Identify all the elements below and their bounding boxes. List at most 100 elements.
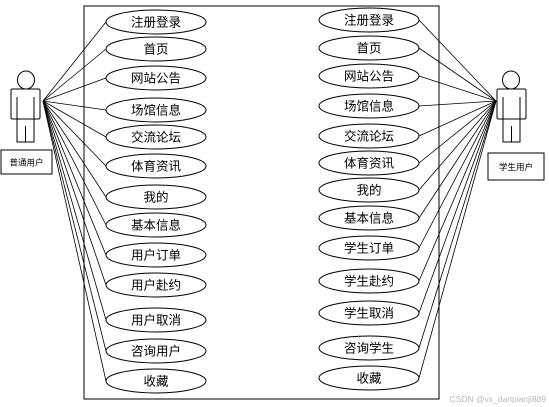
right-use-case-ellipse: [318, 35, 420, 61]
left-use-case[interactable]: 用户订单: [105, 242, 207, 268]
right-association-line: [418, 100, 497, 219]
left-association-line: [42, 77, 107, 102]
right-use-case-label: 基本信息: [344, 211, 394, 226]
right-use-case[interactable]: 学生取消: [318, 300, 420, 326]
right-use-case-ellipse: [318, 365, 420, 391]
left-use-case-label: 我的: [143, 190, 168, 205]
right-use-case[interactable]: 学生赴约: [318, 268, 420, 294]
left-use-case-label: 基本信息: [131, 218, 181, 233]
left-use-case-ellipse: [105, 212, 207, 238]
left-use-case-ellipse: [105, 65, 207, 91]
left-use-case-ellipse: [105, 272, 207, 298]
right-association-line: [418, 100, 497, 249]
right-actor[interactable]: 学生用户: [487, 70, 545, 181]
left-use-case-label: 用户订单: [131, 248, 181, 263]
right-use-case-label: 咨询学生: [344, 341, 394, 356]
left-use-case-ellipse: [105, 368, 207, 394]
left-use-case-ellipse: [105, 184, 207, 210]
left-use-case-ellipse: [105, 242, 207, 268]
left-use-case-label: 网站公告: [131, 71, 181, 86]
left-use-case-group: 注册登录首页网站公告场馆信息交流论坛体育资讯我的基本信息用户订单用户赴约用户取消…: [105, 9, 207, 394]
right-use-case-label: 我的: [356, 183, 381, 198]
left-use-case[interactable]: 场馆信息: [105, 97, 207, 123]
right-use-case[interactable]: 首页: [318, 35, 420, 61]
right-use-case-label: 学生订单: [344, 241, 394, 256]
right-use-case[interactable]: 场馆信息: [318, 93, 420, 119]
right-use-case[interactable]: 体育资讯: [318, 150, 420, 176]
left-use-case-label: 首页: [143, 42, 168, 57]
left-use-case-label: 咨询用户: [131, 344, 181, 359]
right-use-case-label: 注册登录: [344, 13, 394, 28]
right-association-line: [418, 100, 497, 314]
right-use-case[interactable]: 我的: [318, 177, 420, 203]
user-actor-icon: [496, 70, 527, 143]
left-association-line: [42, 100, 107, 256]
left-use-case-ellipse: [105, 9, 207, 35]
right-use-case-ellipse: [318, 150, 420, 176]
left-use-case-ellipse: [105, 153, 207, 179]
left-use-case[interactable]: 用户取消: [105, 307, 207, 333]
left-use-case[interactable]: 首页: [105, 36, 207, 62]
left-use-case-ellipse: [105, 124, 207, 150]
left-association-line: [42, 100, 107, 382]
right-use-case[interactable]: 学生订单: [318, 235, 420, 261]
right-use-case-ellipse: [318, 177, 420, 203]
right-use-case-ellipse: [318, 268, 420, 294]
left-use-case-ellipse: [105, 36, 207, 62]
left-association-line: [42, 100, 107, 167]
left-use-case[interactable]: 用户赴约: [105, 272, 207, 298]
right-use-case[interactable]: 注册登录: [318, 7, 420, 33]
right-use-case[interactable]: 咨询学生: [318, 335, 420, 361]
right-association-line: [418, 100, 497, 379]
watermark: CSDN @vx_danpianji889: [449, 394, 546, 404]
right-use-case[interactable]: 收藏: [318, 365, 420, 391]
left-use-case[interactable]: 收藏: [105, 368, 207, 394]
left-use-case-ellipse: [105, 307, 207, 333]
right-use-case-ellipse: [318, 300, 420, 326]
right-use-case-label: 首页: [356, 41, 381, 56]
left-use-case[interactable]: 咨询用户: [105, 338, 207, 364]
right-actor-label: 学生用户: [499, 162, 533, 173]
right-use-case-label: 体育资讯: [344, 156, 395, 171]
right-use-case-ellipse: [318, 7, 420, 33]
left-use-case-label: 用户赴约: [131, 278, 181, 293]
right-use-case-ellipse: [318, 93, 420, 119]
left-use-case[interactable]: 注册登录: [105, 9, 207, 35]
right-use-case[interactable]: 交流论坛: [318, 123, 420, 149]
right-use-case-ellipse: [318, 205, 420, 231]
left-use-case[interactable]: 基本信息: [105, 212, 207, 238]
left-association-line: [42, 21, 107, 102]
right-association-line: [418, 100, 497, 282]
right-use-case-label: 交流论坛: [344, 129, 394, 144]
system-boundary: [83, 5, 440, 400]
left-actor[interactable]: 普通用户: [0, 70, 53, 175]
left-use-case-ellipse: [105, 97, 207, 123]
left-use-case[interactable]: 交流论坛: [105, 124, 207, 150]
right-association-line: [418, 100, 497, 137]
right-use-case-ellipse: [318, 335, 420, 361]
right-association-line: [418, 100, 497, 107]
right-association-line: [418, 75, 497, 102]
left-use-case-ellipse: [105, 338, 207, 364]
left-use-case-label: 用户取消: [131, 313, 181, 328]
left-use-case-label: 收藏: [143, 374, 169, 389]
left-association-line: [42, 48, 107, 102]
left-use-case-label: 注册登录: [131, 15, 181, 30]
right-use-case-group: 注册登录首页网站公告场馆信息交流论坛体育资讯我的基本信息学生订单学生赴约学生取消…: [318, 7, 420, 391]
right-use-case-label: 学生赴约: [344, 274, 394, 289]
left-use-case[interactable]: 体育资讯: [105, 153, 207, 179]
left-use-case[interactable]: 我的: [105, 184, 207, 210]
left-use-case-label: 交流论坛: [131, 130, 181, 145]
right-association-line: [418, 47, 497, 102]
right-association-line: [418, 100, 497, 164]
left-use-case[interactable]: 网站公告: [105, 65, 207, 91]
left-association-line: [42, 100, 107, 321]
right-use-case[interactable]: 基本信息: [318, 205, 420, 231]
left-association-line: [42, 100, 107, 111]
right-use-case-label: 网站公告: [344, 69, 394, 84]
right-use-case[interactable]: 网站公告: [318, 63, 420, 89]
right-association-line: [418, 100, 497, 191]
left-use-case-label: 体育资讯: [131, 159, 182, 174]
